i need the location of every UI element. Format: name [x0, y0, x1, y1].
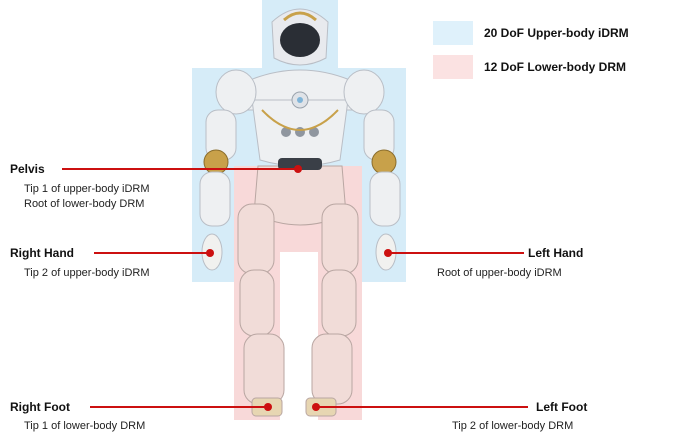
right-hand-line-1: Tip 2 of upper-body iDRM [24, 266, 150, 280]
robot-right-thigh [238, 204, 274, 274]
robot-torso-port-center [295, 127, 305, 137]
robot-left-shoulder [344, 70, 384, 114]
left-hand-line-1: Root of upper-body iDRM [437, 266, 562, 280]
robot-left-forearm [370, 172, 400, 226]
robot-right-knee [240, 270, 274, 336]
left-foot-title: Left Foot [536, 400, 587, 414]
robot-chest-core [297, 97, 303, 103]
left-hand-title: Left Hand [528, 246, 583, 260]
legend-label-lower: 12 DoF Lower-body DRM [484, 60, 626, 74]
robot-left-knee [322, 270, 356, 336]
right-foot-line-1: Tip 1 of lower-body DRM [24, 419, 145, 433]
pelvis-anchor-dot [294, 165, 302, 173]
robot-right-shoulder [216, 70, 256, 114]
robot-left-elbow [372, 150, 396, 174]
legend-swatch-lower [433, 55, 473, 79]
robot-left-thigh [322, 204, 358, 274]
left-foot-anchor-dot [312, 403, 320, 411]
legend-label-upper: 20 DoF Upper-body iDRM [484, 26, 629, 40]
robot-visor [280, 23, 320, 57]
right-hand-anchor-dot [206, 249, 214, 257]
robot-right-forearm [200, 172, 230, 226]
robot-right-shin [244, 334, 284, 404]
right-foot-title: Right Foot [10, 400, 70, 414]
legend-swatch-upper [433, 21, 473, 45]
right-hand-title: Right Hand [10, 246, 74, 260]
left-hand-anchor-dot [384, 249, 392, 257]
left-foot-line-1: Tip 2 of lower-body DRM [452, 419, 573, 433]
pelvis-line-1: Tip 1 of upper-body iDRM [24, 182, 150, 196]
pelvis-line-2: Root of lower-body DRM [24, 197, 144, 211]
right-foot-anchor-dot [264, 403, 272, 411]
pelvis-title: Pelvis [10, 162, 45, 176]
robot-left-shin [312, 334, 352, 404]
robot-right-elbow [204, 150, 228, 174]
